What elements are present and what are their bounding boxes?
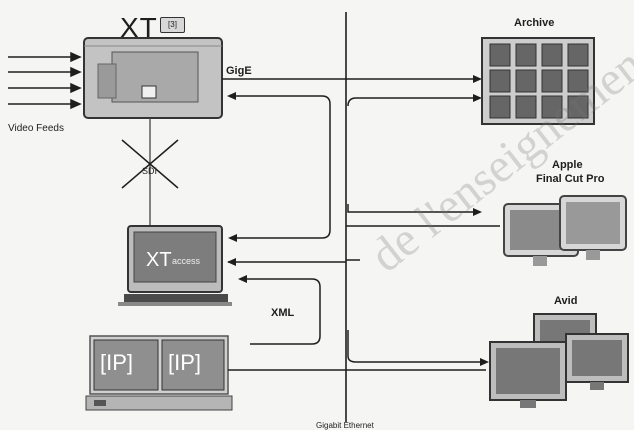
gige-label: GigE <box>226 66 252 77</box>
arrow-into-access-top <box>228 234 237 242</box>
xml-label: XML <box>271 308 294 319</box>
xt3-brand: XT <box>120 14 158 42</box>
apple-label: Apple <box>552 160 583 171</box>
avid-label: Avid <box>554 296 577 307</box>
final-cut-pro-label: Final Cut Pro <box>536 174 604 185</box>
xt3-badge: [3] <box>160 17 185 33</box>
xt3-server <box>84 38 222 118</box>
arrow-into-xt3 <box>227 92 236 100</box>
ipdirector-tile-2: [IP] <box>168 352 201 374</box>
arrow-into-access-mid <box>227 258 236 266</box>
ipdirector-tile-1: [IP] <box>100 352 133 374</box>
video-feeds-label: Video Feeds <box>8 124 64 134</box>
backbone-to-archive <box>348 98 475 106</box>
backbone-to-avid-path <box>348 330 482 362</box>
xt-access-brand: XT <box>146 250 172 270</box>
sdi-label: SDI <box>142 167 157 176</box>
xt-access-station <box>118 226 232 306</box>
video-feed-arrows <box>8 53 80 108</box>
arrow-xml <box>238 275 247 283</box>
gigabit-ethernet-label: Gigabit Ethernet <box>316 422 374 430</box>
return-path-to-xt3 <box>235 96 330 238</box>
apple-final-cut-pro-workstations <box>504 196 626 266</box>
xt-access-model: access <box>172 257 200 266</box>
archive-label: Archive <box>514 18 554 29</box>
avid-workstations <box>490 314 628 408</box>
arrow-to-archive <box>473 75 482 83</box>
